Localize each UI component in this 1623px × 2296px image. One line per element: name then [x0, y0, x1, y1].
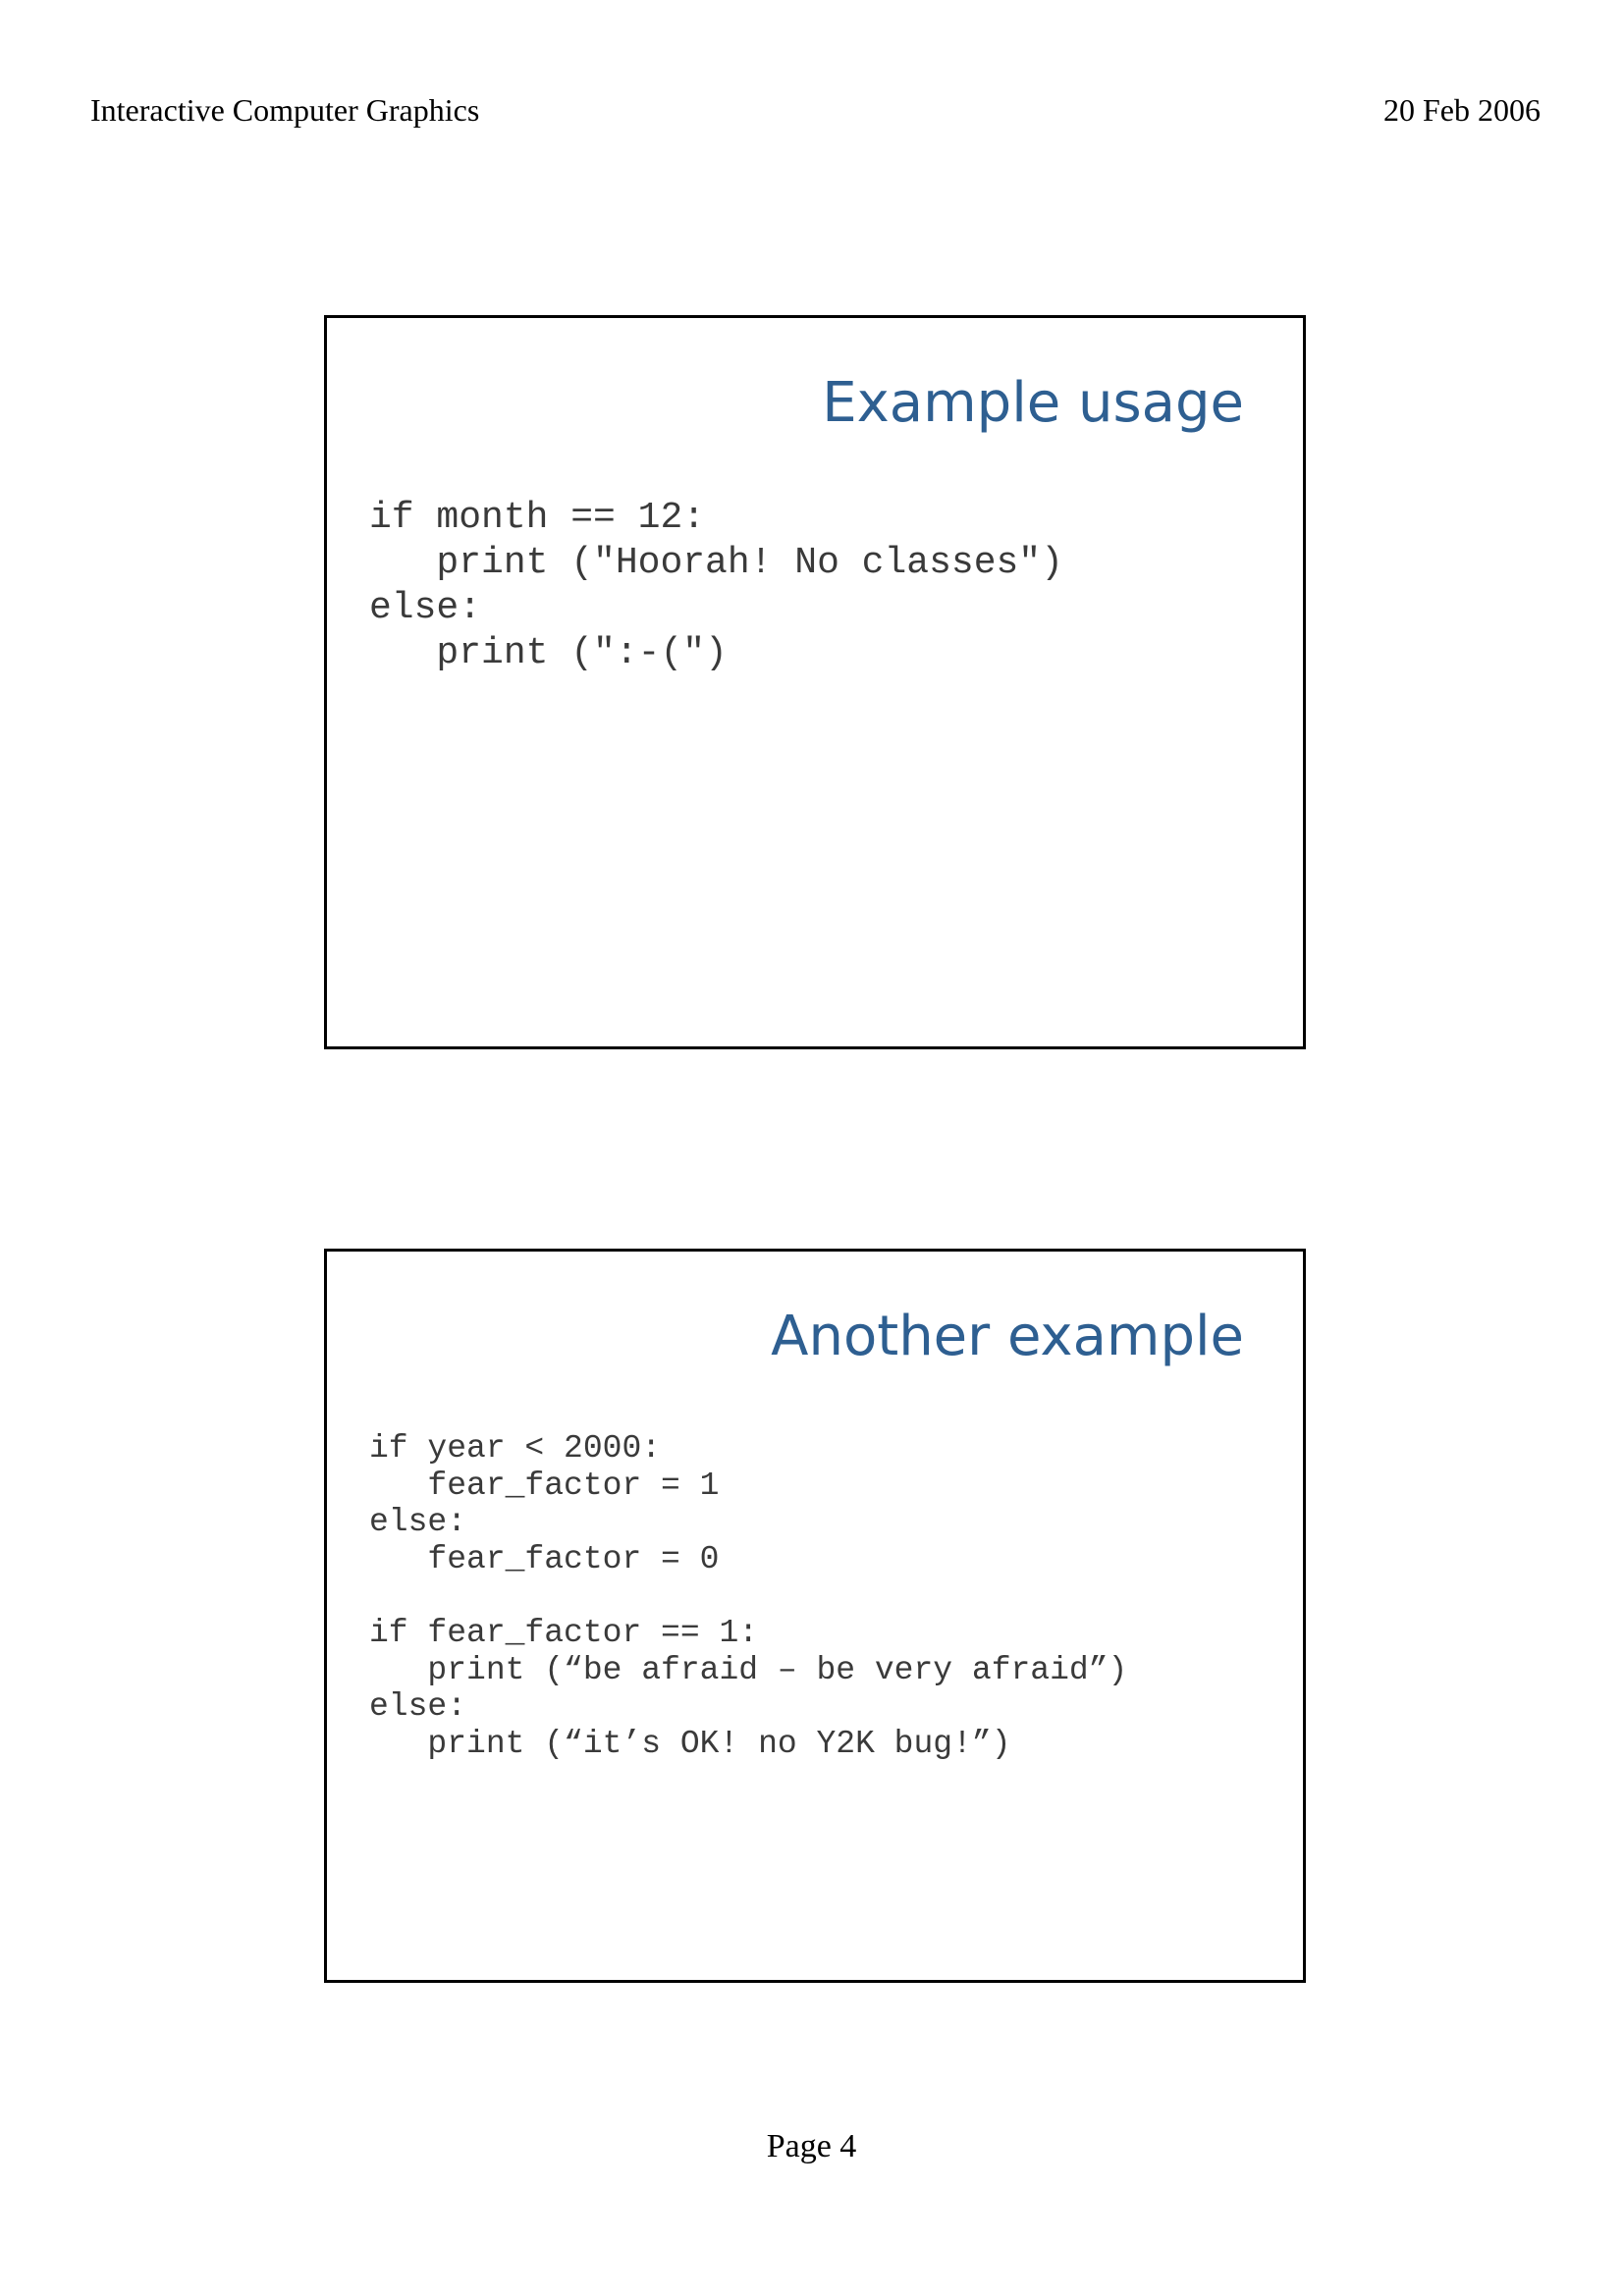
document-header-title: Interactive Computer Graphics: [90, 92, 480, 128]
document-header-date: 20 Feb 2006: [1383, 92, 1541, 128]
slide-example-usage: Example usage if month == 12: print ("Ho…: [324, 315, 1306, 1049]
slide-title: Example usage: [822, 371, 1244, 435]
code-block: if year < 2000: fear_factor = 1 else: fe…: [369, 1430, 1128, 1762]
page-number: Page 4: [766, 2128, 857, 2164]
slide-title: Another example: [771, 1305, 1244, 1368]
slide-another-example: Another example if year < 2000: fear_fac…: [324, 1249, 1306, 1983]
code-block: if month == 12: print ("Hoorah! No class…: [369, 497, 1063, 674]
